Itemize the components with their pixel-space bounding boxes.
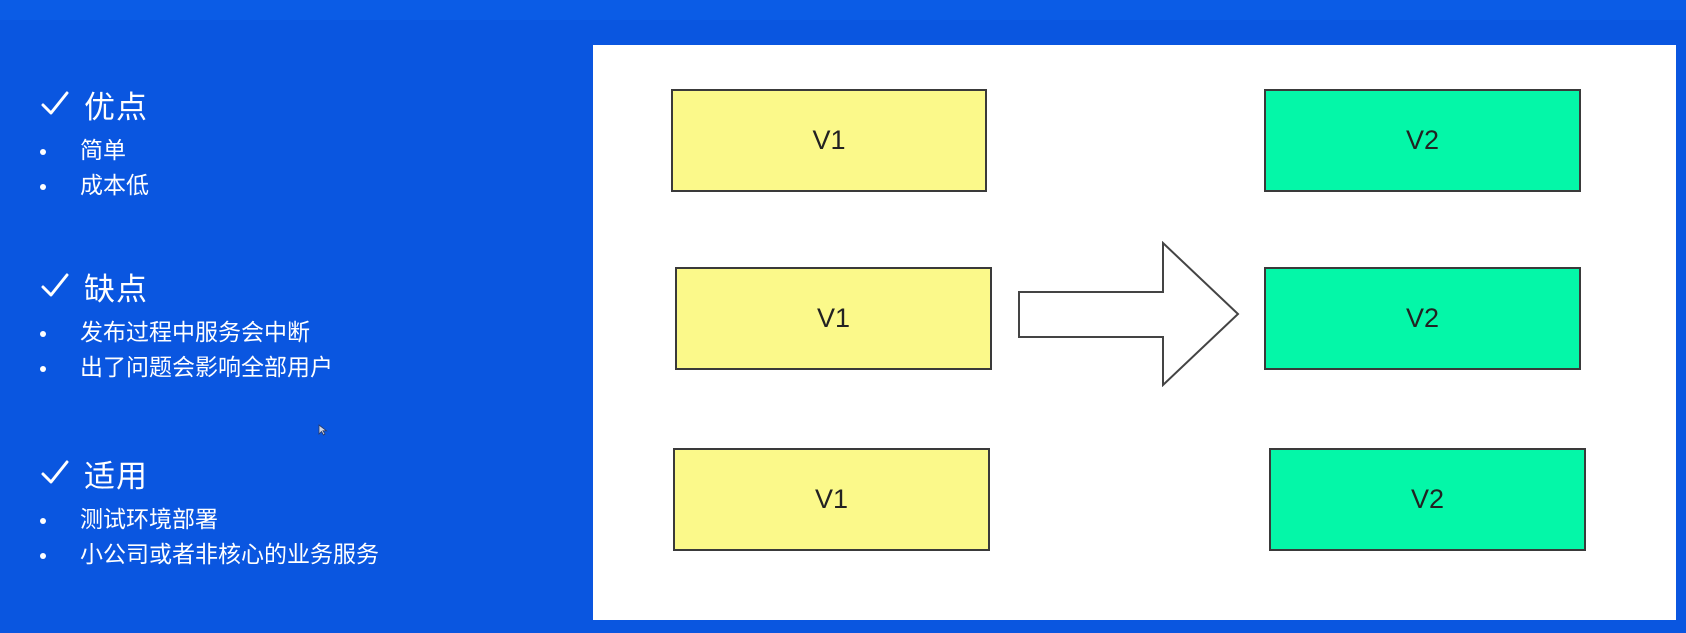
item-list: 发布过程中服务会中断 出了问题会影响全部用户 [40, 316, 333, 386]
mouse-cursor-icon [318, 424, 328, 436]
checkmark-icon [41, 460, 69, 484]
bullet-icon [40, 184, 46, 190]
deployment-diagram: V1 V1 V1 V2 V2 V2 [593, 45, 1676, 620]
bullet-icon [40, 366, 46, 372]
feature-list-panel: 优点 简单 成本低 缺点 发布过程中服务会中断 出了问题会影响全部用户 适用 测… [0, 0, 592, 633]
section-title: 适用 [84, 458, 148, 495]
checkmark-icon [41, 91, 69, 115]
list-item: 小公司或者非核心的业务服务 [40, 538, 379, 573]
section-header: 适用 [40, 451, 379, 495]
section-pros: 优点 简单 成本低 [40, 82, 149, 204]
bullet-icon [40, 518, 46, 524]
section-header: 优点 [40, 82, 149, 126]
section-cons: 缺点 发布过程中服务会中断 出了问题会影响全部用户 [40, 264, 333, 386]
section-title: 缺点 [84, 271, 148, 308]
item-text: 出了问题会影响全部用户 [80, 355, 333, 381]
item-text: 发布过程中服务会中断 [80, 320, 310, 346]
new-version-box: V2 [1264, 89, 1581, 192]
bullet-icon [40, 331, 46, 337]
item-text: 小公司或者非核心的业务服务 [80, 542, 379, 568]
checkmark-icon [41, 273, 69, 297]
item-text: 简单 [80, 138, 126, 164]
bullet-icon [40, 553, 46, 559]
list-item: 出了问题会影响全部用户 [40, 351, 333, 386]
top-band [0, 0, 1686, 20]
old-version-box: V1 [675, 267, 992, 370]
old-version-box: V1 [671, 89, 987, 192]
right-arrow-icon [1018, 241, 1240, 387]
list-item: 成本低 [40, 169, 149, 204]
item-text: 成本低 [80, 173, 149, 199]
list-item: 简单 [40, 134, 149, 169]
old-version-box: V1 [673, 448, 990, 551]
new-version-box: V2 [1264, 267, 1581, 370]
item-list: 简单 成本低 [40, 134, 149, 204]
item-list: 测试环境部署 小公司或者非核心的业务服务 [40, 503, 379, 573]
section-title: 优点 [84, 89, 148, 126]
section-header: 缺点 [40, 264, 333, 308]
item-text: 测试环境部署 [80, 507, 218, 533]
list-item: 测试环境部署 [40, 503, 379, 538]
section-applicable: 适用 测试环境部署 小公司或者非核心的业务服务 [40, 451, 379, 573]
list-item: 发布过程中服务会中断 [40, 316, 333, 351]
bullet-icon [40, 149, 46, 155]
new-version-box: V2 [1269, 448, 1586, 551]
